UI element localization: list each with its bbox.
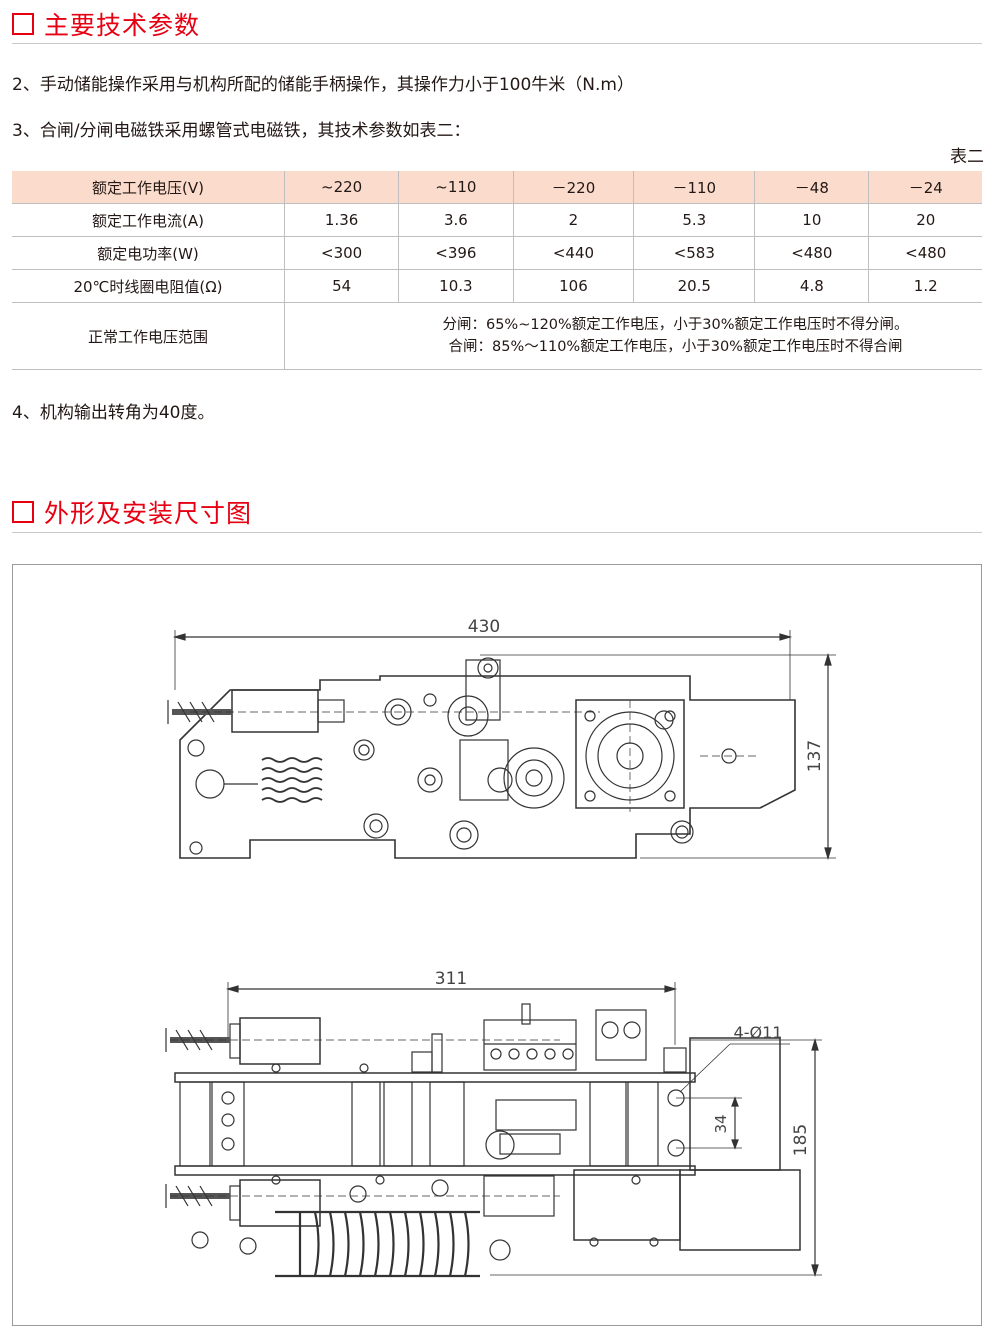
- drawing-frame: [12, 564, 982, 1326]
- square-bullet-icon: [12, 13, 34, 35]
- table-header-cell: 额定工作电压(V): [12, 171, 285, 204]
- table-cell: 20: [868, 203, 982, 237]
- dim-width-bottom: 311: [435, 969, 467, 989]
- table-cell: 5.3: [633, 203, 756, 237]
- dim-height-bottom: 185: [791, 1124, 811, 1156]
- table-cell: <440: [513, 236, 635, 270]
- range-close-text: 合闸：85%～110%额定工作电压，小于30%额定工作电压时不得合闸: [448, 339, 903, 355]
- table-header-cell: －48: [754, 171, 870, 204]
- table-header-row: 额定工作电压(V) ~220 ~110 －220 －110 －48 －24: [12, 171, 982, 204]
- spec-table: 额定工作电压(V) ~220 ~110 －220 －110 －48 －24 额定…: [12, 171, 982, 370]
- dim-holes: 4-Ø11: [734, 1023, 783, 1042]
- table-caption: 表二: [950, 147, 984, 167]
- table-cell: 106: [513, 269, 635, 303]
- table-cell: 54: [284, 269, 400, 303]
- table-cell: 额定工作电流(A): [12, 203, 285, 237]
- table-cell: <396: [398, 236, 514, 270]
- table-cell: 正常工作电压范围: [12, 302, 285, 370]
- table-cell: 10.3: [398, 269, 514, 303]
- table-row: 额定工作电流(A) 1.36 3.6 2 5.3 10 20: [12, 203, 982, 237]
- table-cell: 2: [513, 203, 635, 237]
- table-header-cell: －110: [633, 171, 756, 204]
- divider: [12, 43, 982, 44]
- section-title: 外形及安装尺寸图: [44, 499, 253, 528]
- table-cell: 1.36: [284, 203, 400, 237]
- dim-height-top: 137: [805, 740, 825, 772]
- square-bullet-icon: [12, 501, 34, 523]
- table-cell: 3.6: [398, 203, 514, 237]
- table-cell: 20℃时线圈电阻值(Ω): [12, 269, 285, 303]
- paragraph-2: 2、手动储能操作采用与机构所配的储能手柄操作，其操作力小于100牛米（N.m）: [12, 75, 634, 95]
- table-cell: <480: [754, 236, 870, 270]
- table-cell: 10: [754, 203, 870, 237]
- range-open-text: 分闸：65%~120%额定工作电压，小于30%额定工作电压时不得分闸。: [442, 317, 909, 333]
- table-cell: <583: [633, 236, 756, 270]
- section-heading-tech-params: 主要技术参数: [12, 6, 200, 42]
- table-row: 20℃时线圈电阻值(Ω) 54 10.3 106 20.5 4.8 1.2: [12, 269, 982, 303]
- paragraph-4: 4、机构输出转角为40度。: [12, 403, 215, 423]
- divider: [12, 532, 982, 533]
- dim-width-top: 430: [468, 617, 500, 637]
- table-cell: <480: [868, 236, 982, 270]
- table-cell: 额定电功率(W): [12, 236, 285, 270]
- table-header-cell: －24: [868, 171, 982, 204]
- voltage-range-text: 分闸：65%~120%额定工作电压，小于30%额定工作电压时不得分闸。 合闸：8…: [284, 302, 982, 370]
- table-header-cell: －220: [513, 171, 635, 204]
- section-title: 主要技术参数: [44, 11, 201, 40]
- table-cell: <300: [284, 236, 400, 270]
- paragraph-3: 3、合闸/分闸电磁铁采用螺管式电磁铁，其技术参数如表二：: [12, 121, 471, 141]
- dim-hole-spacing: 34: [712, 1114, 730, 1133]
- table-cell: 1.2: [868, 269, 982, 303]
- table-cell: 20.5: [633, 269, 756, 303]
- section-heading-dimensions: 外形及安装尺寸图: [12, 494, 252, 530]
- table-header-cell: ~220: [284, 171, 400, 204]
- table-row-voltage-range: 正常工作电压范围 分闸：65%~120%额定工作电压，小于30%额定工作电压时不…: [12, 302, 982, 370]
- table-cell: 4.8: [754, 269, 870, 303]
- table-row: 额定电功率(W) <300 <396 <440 <583 <480 <480: [12, 236, 982, 270]
- table-header-cell: ~110: [398, 171, 514, 204]
